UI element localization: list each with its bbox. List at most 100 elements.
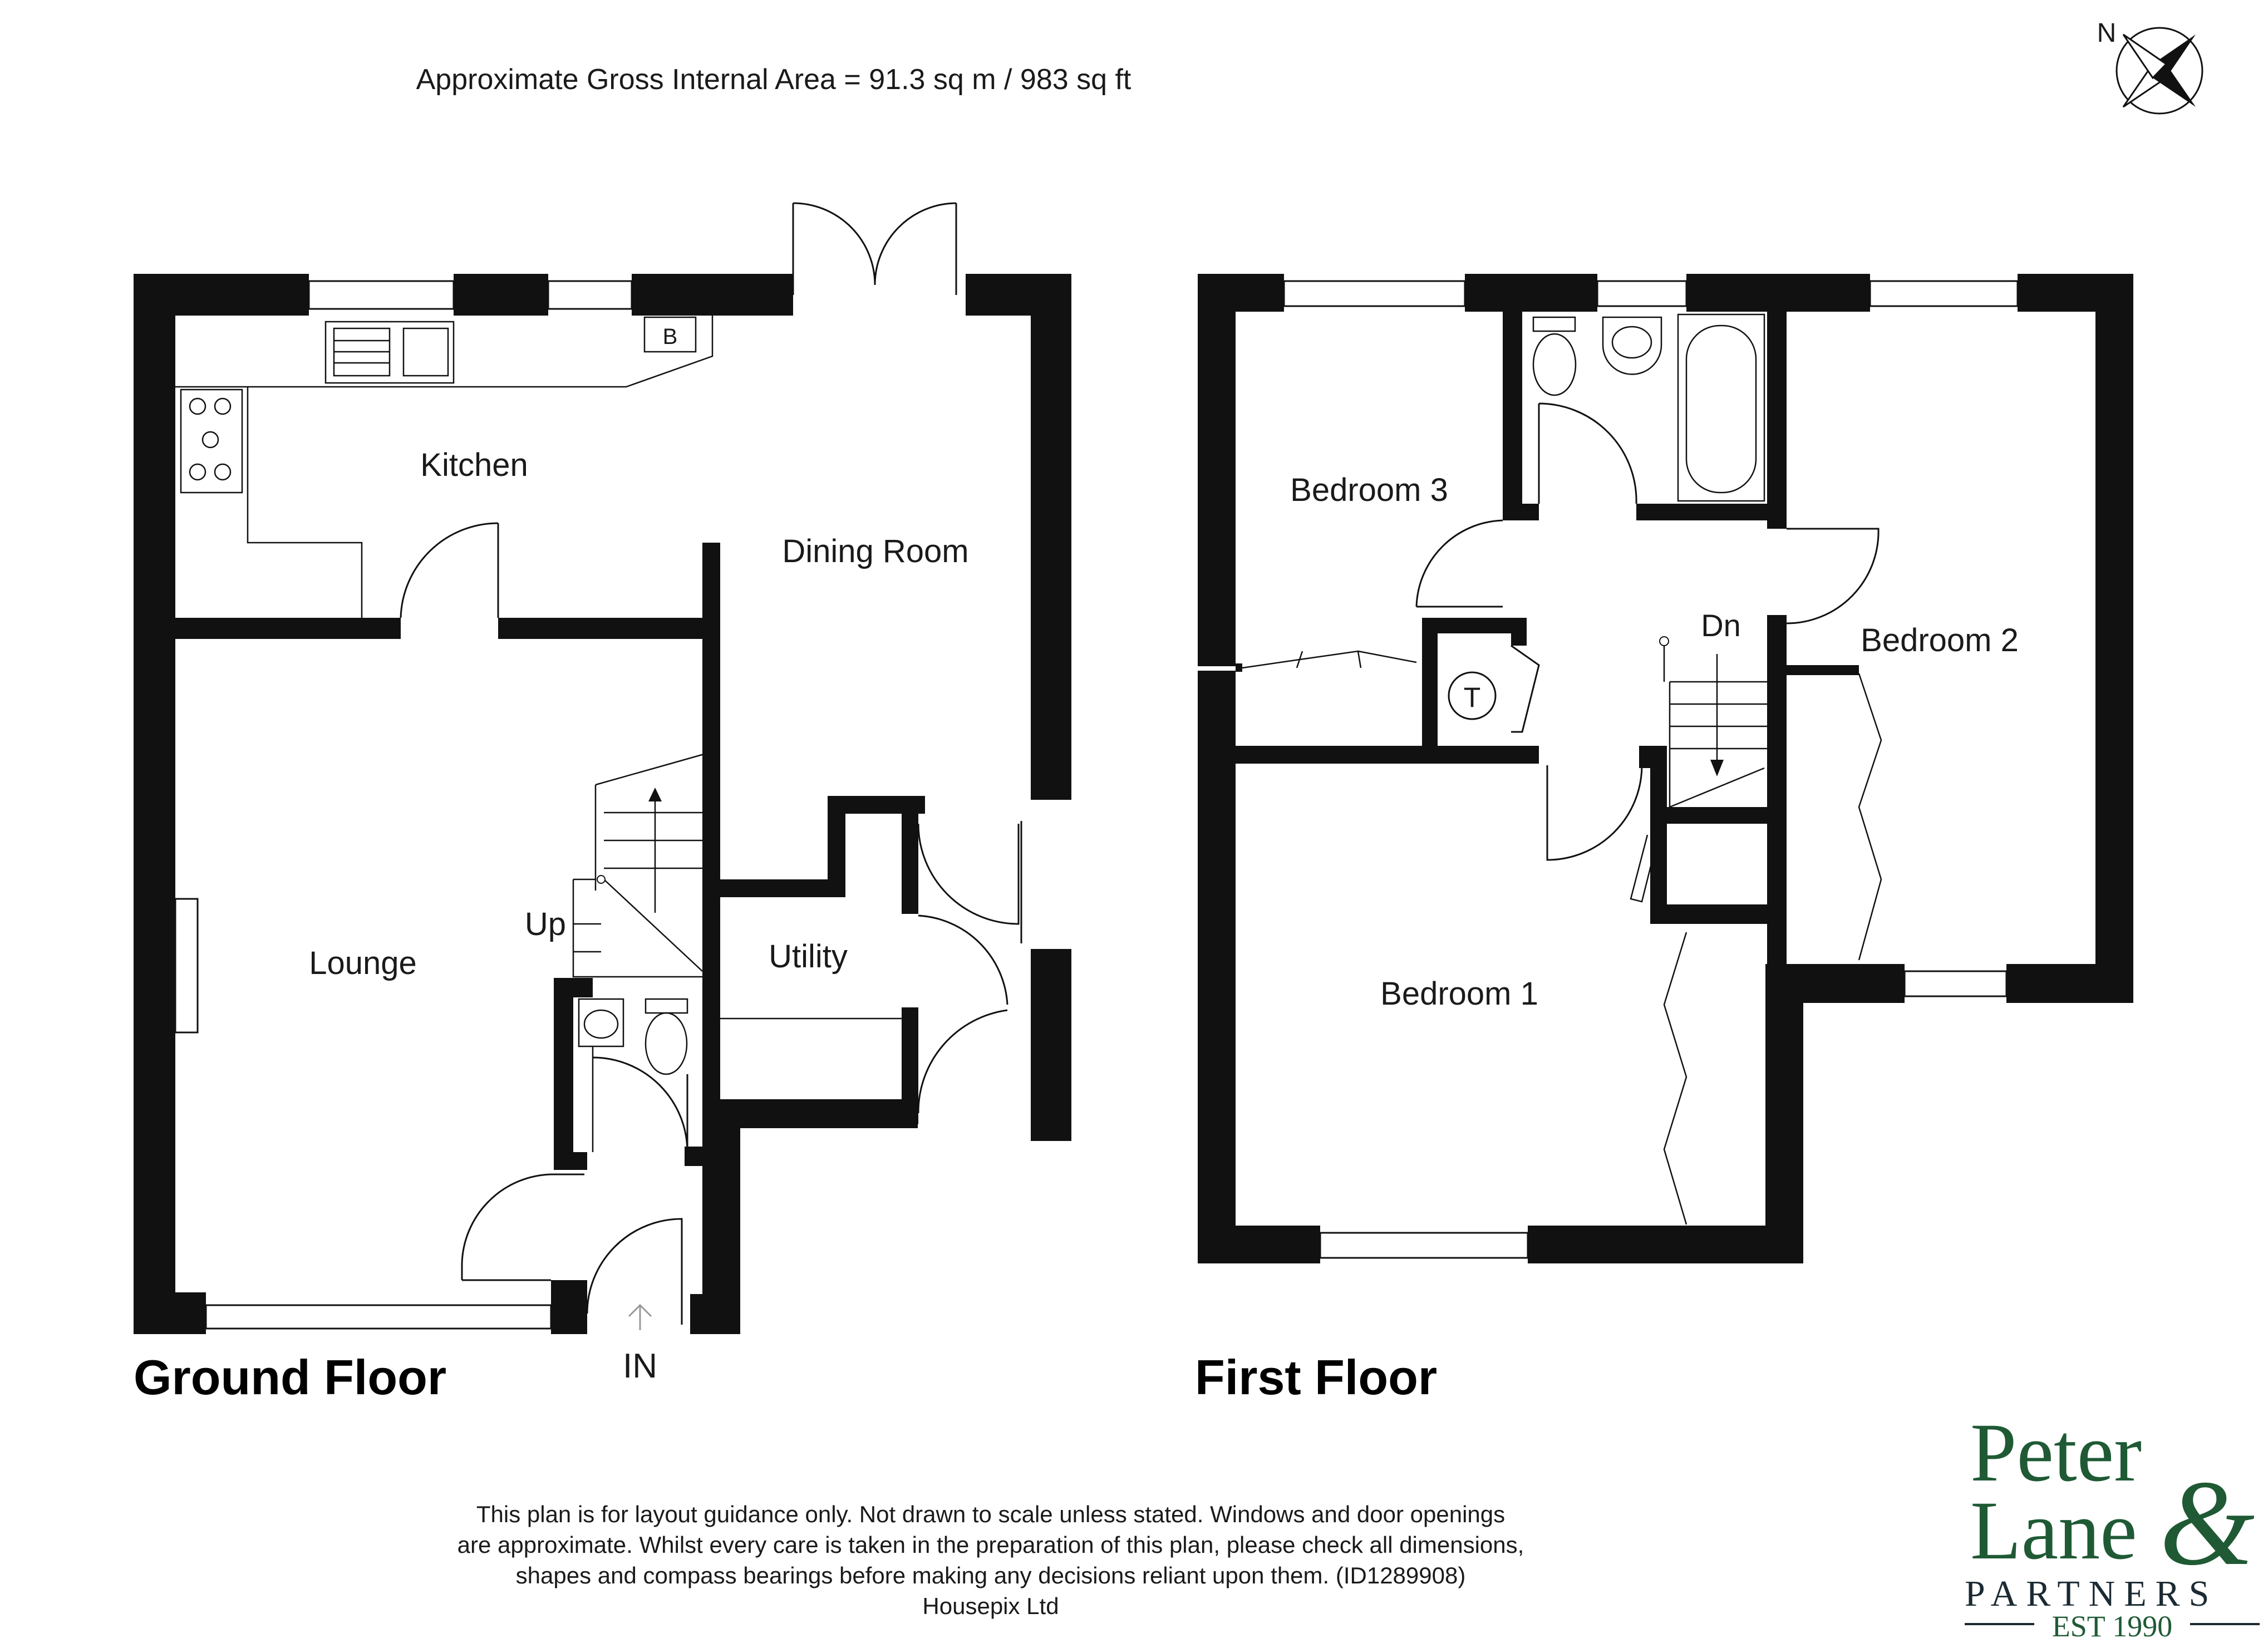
entrance-arrow-icon bbox=[628, 1303, 652, 1330]
room-label-bedroom-2: Bedroom 2 bbox=[1861, 622, 2019, 658]
ff-window-b3 bbox=[1283, 280, 1466, 307]
gf-window-lounge-side bbox=[174, 898, 199, 1034]
kitchen-hob-icon bbox=[180, 388, 243, 494]
compass-icon bbox=[2116, 27, 2203, 115]
room-label-bedroom-3: Bedroom 3 bbox=[1290, 472, 1448, 508]
ff-wall-b3-floor bbox=[1236, 663, 1242, 672]
ff-wall-b2-bottom-b bbox=[2006, 964, 2133, 1003]
room-label-lounge: Lounge bbox=[309, 945, 417, 981]
ground-floor-plan: B bbox=[134, 202, 1071, 1334]
gf-wall-left bbox=[134, 274, 175, 1334]
kitchen-worktop bbox=[175, 316, 714, 618]
room-label-kitchen: Kitchen bbox=[420, 447, 528, 483]
ff-wall-tank-bottom bbox=[1517, 746, 1539, 764]
logo-lane: Lane bbox=[1970, 1484, 2137, 1577]
ground-floor-title: Ground Floor bbox=[134, 1350, 446, 1405]
ff-wall-tank-top bbox=[1422, 618, 1527, 633]
ff-door-tank bbox=[1511, 645, 1540, 733]
gf-wall-utility-top2 bbox=[828, 796, 925, 814]
gf-wall-utility-bottom bbox=[720, 1099, 918, 1128]
ff-window-b2-rear bbox=[1903, 970, 2008, 997]
gf-wall-kitchen-lounge-a bbox=[175, 618, 401, 639]
gf-wall-top-mid bbox=[454, 274, 548, 316]
ff-wall-left-lower bbox=[1198, 671, 1236, 1263]
bathroom-bath-icon bbox=[1677, 313, 1765, 502]
ff-window-bath bbox=[1596, 280, 1688, 307]
logo-partners: PARTNERS bbox=[1965, 1573, 2218, 1614]
ff-wall-cupboard-bottom bbox=[1650, 904, 1767, 924]
gf-french-doors bbox=[792, 202, 957, 295]
ff-door-bedroom-1 bbox=[1546, 765, 1643, 861]
ff-landing-cupboard bbox=[1630, 834, 1657, 903]
gf-wall-lounge-dining bbox=[702, 543, 720, 1138]
water-tank-icon bbox=[1448, 671, 1497, 720]
gf-window-kitchen-b bbox=[547, 280, 633, 310]
boiler-label: B bbox=[663, 324, 678, 349]
gf-wall-utility-pillar bbox=[902, 814, 918, 914]
first-floor-plan: T bbox=[1198, 274, 2133, 1263]
ff-window-b2 bbox=[1869, 280, 2019, 307]
gf-wall-right-upper bbox=[1031, 274, 1071, 800]
stairs-down-label: Dn bbox=[1701, 608, 1741, 643]
ff-wall-bottom-a bbox=[1198, 1226, 1320, 1263]
ff-wardrobe-bedroom-2 bbox=[1858, 673, 1882, 961]
peter-lane-partners-logo: Peter Lane & PARTNERS EST 1990 bbox=[1965, 1406, 2260, 1638]
gf-door-entrance bbox=[586, 1218, 683, 1325]
ff-wall-stair-side bbox=[1650, 746, 1667, 918]
ff-wall-bath-bottom-b bbox=[1636, 504, 1773, 520]
kitchen-sink-icon bbox=[324, 321, 455, 384]
gross-area-text: Approximate Gross Internal Area = 91.3 s… bbox=[416, 63, 1131, 96]
tank-label: T bbox=[1464, 682, 1481, 713]
ff-wall-stair-bottom bbox=[1667, 807, 1787, 824]
gf-stairs bbox=[572, 753, 705, 978]
room-label-dining-room: Dining Room bbox=[782, 533, 968, 569]
gf-wall-right-lower bbox=[1031, 949, 1071, 1141]
ff-wall-b3-b1 bbox=[1236, 746, 1539, 764]
gf-cloakroom-wc-icon bbox=[578, 998, 688, 1153]
gf-door-utility-in bbox=[917, 821, 1022, 943]
ff-wall-left-upper bbox=[1198, 274, 1236, 666]
gf-wall-wc-left bbox=[554, 978, 573, 1170]
logo-ampersand: & bbox=[2159, 1455, 2255, 1591]
gf-wall-kitchen-lounge-b bbox=[498, 618, 707, 639]
ff-window-b1 bbox=[1319, 1232, 1529, 1259]
ff-wall-right bbox=[2095, 274, 2133, 1003]
ff-door-bedroom-3 bbox=[1415, 519, 1503, 608]
gf-wall-bottom-left bbox=[134, 1292, 206, 1334]
ff-door-bathroom bbox=[1538, 402, 1637, 504]
disclaimer-line-1: This plan is for layout guidance only. N… bbox=[476, 1501, 1505, 1527]
ff-wardrobe-bedroom-3 bbox=[1242, 650, 1417, 669]
entrance-label: IN bbox=[623, 1347, 657, 1385]
disclaimer-line-3: shapes and compass bearings before makin… bbox=[516, 1562, 1466, 1588]
ff-wall-b2-wardrobe bbox=[1787, 665, 1859, 675]
ff-wall-bath-bottom-a bbox=[1503, 504, 1539, 520]
gf-wall-hall-right bbox=[702, 1124, 740, 1334]
ff-wall-bottom-b bbox=[1528, 1226, 1803, 1263]
gf-wall-bottom-a bbox=[551, 1280, 587, 1334]
gf-door-utility-out bbox=[917, 914, 1008, 1114]
gf-window-lounge bbox=[205, 1304, 552, 1330]
stairs-up-label: Up bbox=[525, 906, 566, 942]
logo-est: EST 1990 bbox=[2052, 1610, 2173, 1638]
disclaimer-line-4: Housepix Ltd bbox=[922, 1593, 1059, 1619]
ff-wall-b2-left bbox=[1767, 312, 1787, 529]
ff-wall-b3-bath bbox=[1503, 312, 1522, 518]
compass-north-label: N bbox=[2097, 18, 2117, 48]
boiler-icon bbox=[643, 316, 697, 353]
logo-peter: Peter bbox=[1970, 1406, 2142, 1499]
disclaimer-line-2: are approximate. Whilst every care is ta… bbox=[457, 1532, 1524, 1558]
ff-wall-b1-right bbox=[1765, 964, 1803, 1263]
bathroom-toilet-icon bbox=[1532, 316, 1577, 396]
ff-wall-tank-right bbox=[1511, 618, 1527, 646]
disclaimer: This plan is for layout guidance only. N… bbox=[457, 1501, 1524, 1619]
ff-door-bedroom-2 bbox=[1786, 528, 1880, 624]
gf-door-kitchen bbox=[400, 522, 499, 618]
gf-wall-top-right-a bbox=[632, 274, 793, 316]
gf-wall-utility-top bbox=[720, 879, 832, 897]
gf-wall-wc-bottom bbox=[554, 1152, 587, 1170]
ff-stairs bbox=[1659, 636, 1767, 808]
gf-door-hall bbox=[461, 1173, 584, 1281]
ff-wall-top-b bbox=[1465, 274, 1597, 312]
room-label-bedroom-1: Bedroom 1 bbox=[1380, 976, 1538, 1012]
